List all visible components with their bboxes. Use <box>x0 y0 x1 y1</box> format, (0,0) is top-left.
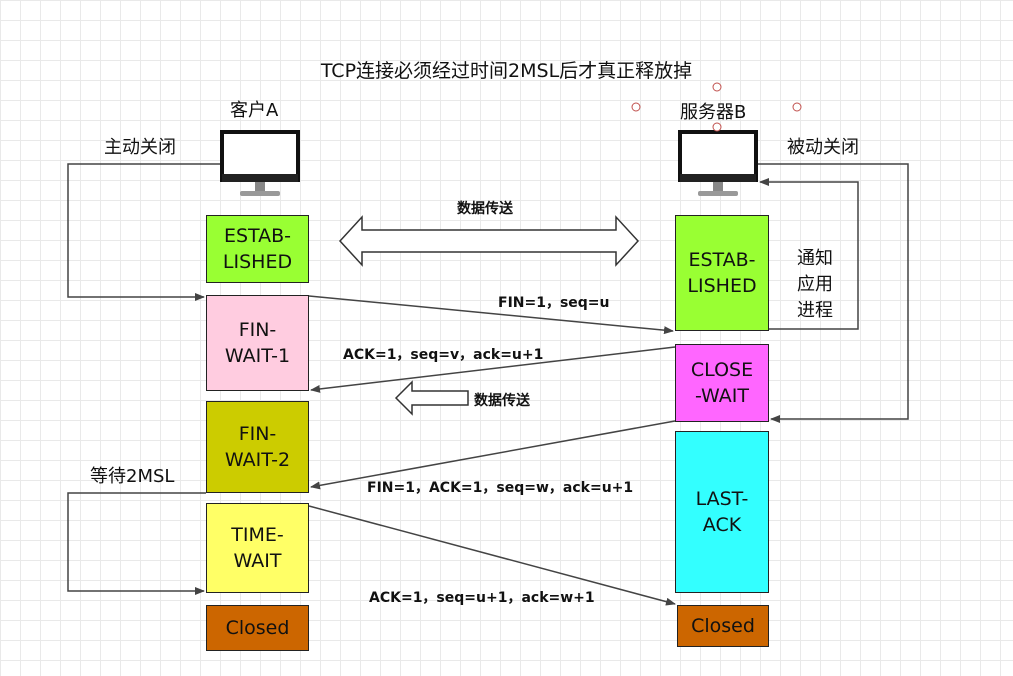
selection-handles <box>631 82 802 132</box>
client-name: 客户A <box>230 100 279 121</box>
active-close-label: 主动关闭 <box>104 137 176 158</box>
notify-app-label: 通知 应用 进程 <box>797 248 833 321</box>
data-transfer-label-1: 数据传送 <box>457 201 513 217</box>
passive-close-label: 被动关闭 <box>787 137 859 158</box>
data-transfer-double-arrow <box>338 215 640 267</box>
wait-2msl-connector <box>67 492 206 595</box>
active-close-connector <box>67 163 220 301</box>
passive-close-connector <box>758 163 909 423</box>
data-transfer-left-arrow <box>394 380 469 416</box>
client-monitor-icon <box>220 130 300 196</box>
notify-app-connector <box>759 178 859 330</box>
wait-2msl-label: 等待2MSL <box>90 466 175 487</box>
client-state-established: ESTAB- LISHED <box>206 215 309 283</box>
fin-ack-message-label: FIN=1，ACK=1，seq=w，ack=u+1 <box>367 480 634 496</box>
ack-message-label: ACK=1，seq=v，ack=u+1 <box>343 347 544 363</box>
final-ack-arrow <box>308 505 676 606</box>
client-state-closed: Closed <box>206 605 309 651</box>
server-state-established: ESTAB- LISHED <box>675 215 769 331</box>
ack-arrow <box>310 346 676 393</box>
fin-ack-arrow <box>310 420 676 490</box>
fin-message-label: FIN=1，seq=u <box>498 295 610 311</box>
client-state-fin-wait-1: FIN- WAIT-1 <box>206 295 309 391</box>
final-ack-message-label: ACK=1，seq=u+1，ack=w+1 <box>369 590 595 606</box>
fin-arrow <box>308 295 674 335</box>
server-state-closed: Closed <box>677 605 769 647</box>
client-state-fin-wait-2: FIN- WAIT-2 <box>206 401 309 493</box>
server-monitor-icon <box>678 130 758 196</box>
data-transfer-label-2: 数据传送 <box>474 393 530 409</box>
server-state-last-ack: LAST- ACK <box>675 431 769 593</box>
server-state-close-wait: CLOSE -WAIT <box>675 344 769 422</box>
server-name: 服务器B <box>680 102 747 123</box>
client-state-time-wait: TIME- WAIT <box>206 503 309 593</box>
diagram-title: TCP连接必须经过时间2MSL后才真正释放掉 <box>320 60 693 82</box>
